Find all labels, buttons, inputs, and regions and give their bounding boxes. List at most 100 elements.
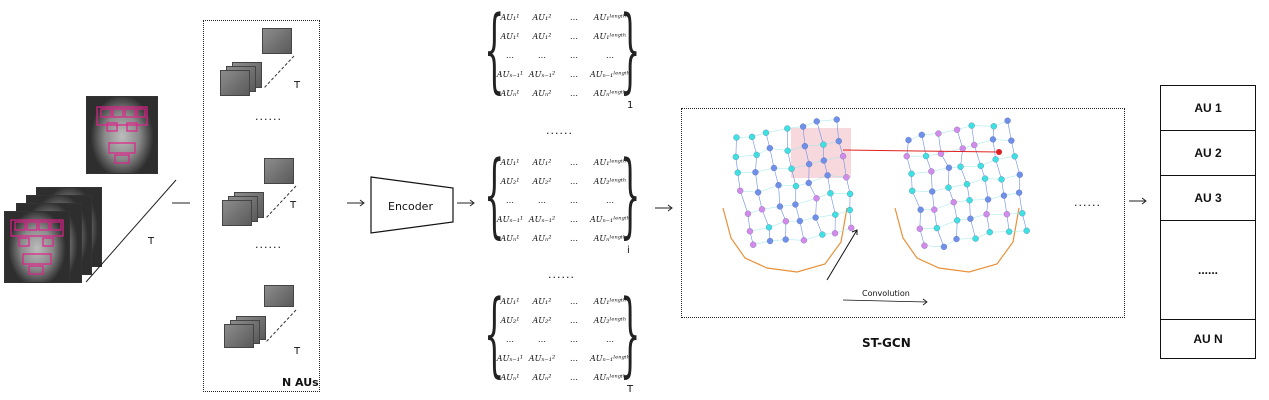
encoder-label: Encoder (388, 200, 433, 213)
graph-node (1000, 192, 1008, 199)
graph-node (766, 145, 773, 152)
matrix-cell: AUₙ₋₁² (528, 354, 556, 363)
graph-node (762, 129, 770, 136)
matrix-cell: … (570, 215, 578, 224)
matrix-cell: … (538, 335, 546, 344)
au-extraction-box (203, 20, 320, 392)
graph-node (992, 156, 999, 163)
matrix-cell: AUₙ¹ (500, 234, 520, 243)
matrix-cell: … (570, 373, 578, 382)
graph-node (928, 168, 935, 175)
graph-node (776, 203, 784, 210)
graph-node (737, 187, 744, 194)
graph-node (813, 195, 820, 202)
graph-node (909, 187, 916, 195)
graph-node (775, 182, 782, 189)
graph-node (986, 229, 993, 236)
graph-node (983, 211, 990, 218)
matrix-cell: … (506, 51, 514, 60)
graph-node (820, 157, 828, 164)
graph-node (937, 150, 945, 157)
graph-node (966, 197, 973, 204)
output-au-1: AU 1 (1161, 86, 1255, 131)
graph-node (1003, 211, 1011, 218)
graph-node (922, 152, 930, 160)
graph-node (940, 243, 948, 251)
landmark-boxes-icon (96, 106, 148, 164)
face-frame-stack-front (4, 211, 70, 283)
graph-node (824, 172, 831, 179)
matrix-cell: … (570, 13, 578, 22)
graph-node (903, 153, 910, 160)
graph-contour (722, 207, 848, 273)
matrix-cell: AUₙ₋₁¹ (496, 70, 524, 79)
matrix-cell: … (570, 234, 578, 243)
graph-node (835, 137, 842, 145)
graph-node (765, 224, 773, 231)
matrix-cell: … (570, 177, 578, 186)
graph-node (782, 218, 790, 225)
graph-node (905, 136, 912, 144)
matrix-cell: … (506, 196, 514, 205)
matrix-cell: … (570, 297, 578, 306)
graph-node (977, 162, 984, 170)
graph-node (839, 153, 847, 160)
graph-node (733, 134, 740, 141)
graph-node (782, 236, 789, 243)
output-au-3: AU 3 (1161, 176, 1255, 221)
encoder-trapezoid (370, 176, 454, 234)
graph-node (800, 237, 808, 244)
matrix-cell: AU₁¹ (500, 158, 520, 167)
matrix-cell: … (570, 335, 578, 344)
graph-node (744, 210, 752, 217)
graph-node (753, 151, 760, 158)
graph-node (820, 141, 827, 148)
time-axis-line (85, 179, 177, 283)
temporal-link-node (996, 149, 1002, 155)
graph-contour (894, 207, 1020, 273)
output-au-n: AU N (1193, 332, 1223, 346)
graph-node (833, 116, 840, 123)
au-dots-2: ...... (255, 238, 282, 251)
graph-node (846, 206, 853, 214)
output-au-2: AU 2 (1161, 131, 1255, 176)
face-frame-single (86, 96, 158, 174)
matrix-cell: AUₙˡᵉⁿᵍᵗʰ (593, 373, 627, 382)
matrix-cell: AU₂¹ (500, 316, 520, 325)
matrix-cell: AUₙ₋₁² (528, 70, 556, 79)
graph-node (908, 170, 915, 177)
arrow-right-icon (347, 199, 365, 207)
graph-node (812, 214, 819, 221)
landmark-boxes-icon (10, 219, 64, 275)
matrix-cell: AU₁² (532, 297, 552, 306)
graph-node (801, 143, 809, 150)
au-group-3-t-label: T (294, 346, 301, 357)
graph-node (981, 175, 989, 182)
graph-node (1004, 117, 1011, 124)
matrix-cell: AU₁¹ (500, 297, 520, 306)
matrix-cell: AUₙ₋₁¹ (496, 354, 524, 363)
graph-node (831, 230, 839, 237)
graph-node (748, 133, 756, 141)
graph-node (950, 199, 957, 206)
arrow-right-icon (172, 202, 190, 204)
matrix-cell: AUₙ₋₁ˡᵉⁿᵍᵗʰ (590, 354, 631, 363)
matrix-cell: … (538, 196, 546, 205)
matrix-cell: AU₁¹ (500, 13, 520, 22)
matrix-cell: AU₁ˡᵉⁿᵍᵗʰ (593, 158, 627, 167)
graph-node (805, 179, 812, 187)
matrix-cell: AU₁¹ (500, 32, 520, 41)
matrix-cell: AUₙ₋₁ˡᵉⁿᵍᵗʰ (590, 215, 631, 224)
graph-node (843, 174, 850, 181)
matrix-subscript: 1 (627, 100, 634, 111)
au-dots-1: ...... (255, 110, 282, 123)
matrix-cell: … (570, 316, 578, 325)
matrix-cell: … (606, 51, 614, 60)
output-au-dots: ...... (1161, 221, 1255, 320)
matrix-cell: AUₙ² (532, 234, 552, 243)
graph-node (819, 231, 826, 238)
stgcn-dots: ...... (1074, 196, 1101, 209)
output-au-column: AU 1 AU 2 AU 3 ...... AU N (1160, 85, 1256, 359)
